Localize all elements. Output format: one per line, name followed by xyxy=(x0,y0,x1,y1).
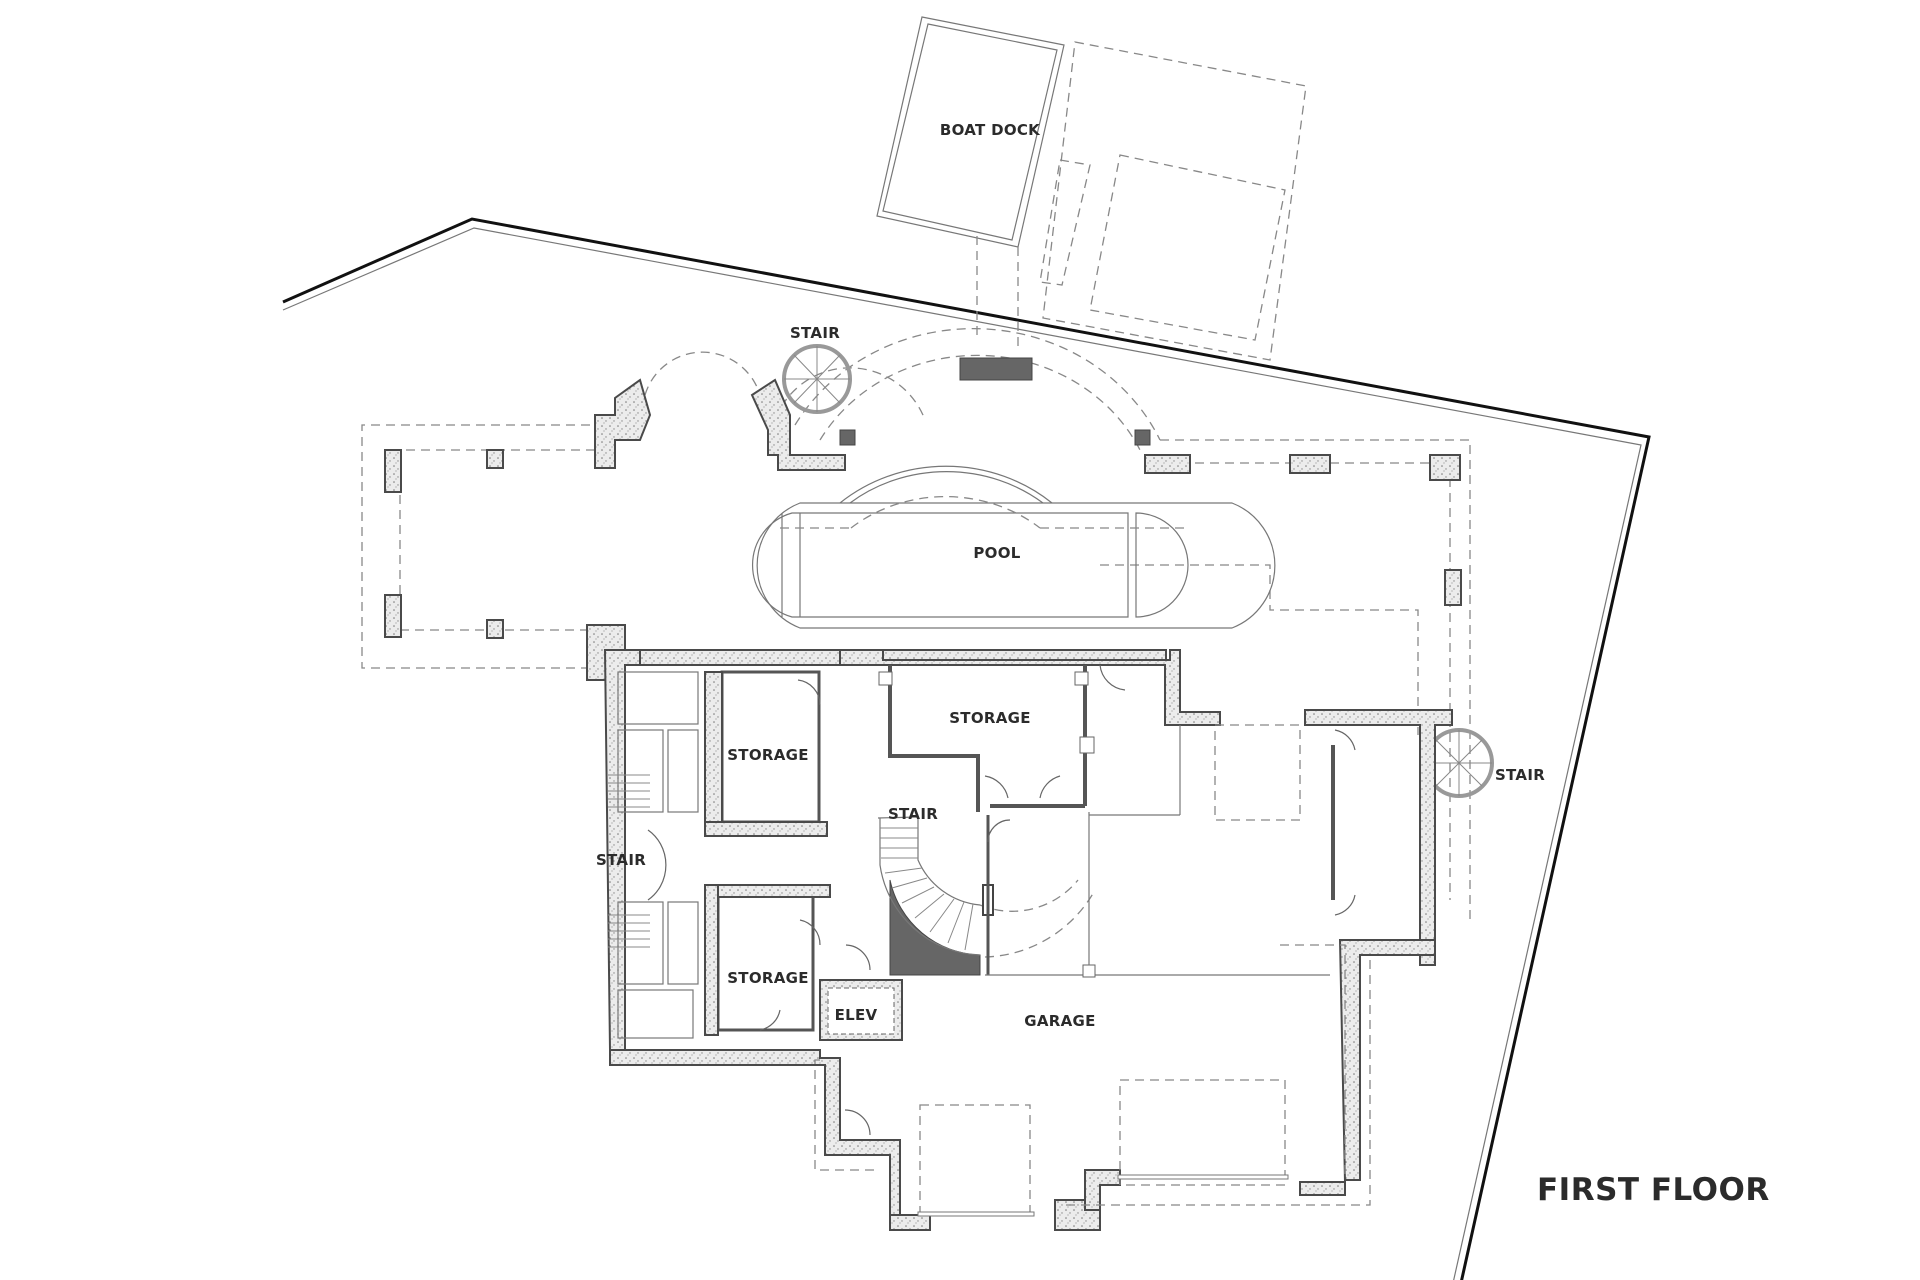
label-storage-top: STORAGE xyxy=(949,709,1031,727)
property-line xyxy=(282,217,1651,1280)
left-stair-block xyxy=(608,671,699,1039)
label-stair-left: STAIR xyxy=(595,851,647,869)
label-pool: POOL xyxy=(973,544,1021,562)
drawing-title: FIRST FLOOR xyxy=(1537,1172,1770,1208)
label-garage: GARAGE xyxy=(1024,1012,1096,1030)
spiral-stair-top xyxy=(782,344,852,414)
garage-area xyxy=(814,724,1371,1217)
label-storage-left-lower: STORAGE xyxy=(727,969,809,987)
label-elev: ELEV xyxy=(834,1006,878,1024)
label-storage-left-upper: STORAGE xyxy=(727,746,809,764)
label-stair-right: STAIR xyxy=(1494,766,1546,784)
boat-dock-outline xyxy=(876,16,1307,361)
terrace-columns xyxy=(384,357,1462,639)
label-stair-center: STAIR xyxy=(887,805,939,823)
label-stair-top: STAIR xyxy=(789,324,841,342)
arch-walls xyxy=(586,378,1167,681)
storage-top-walls xyxy=(878,664,1126,812)
storage-left-lower-walls xyxy=(704,884,831,1036)
curved-stair xyxy=(877,815,1096,976)
terrace-outline xyxy=(361,327,1471,920)
elevator-shaft xyxy=(819,944,903,1041)
building-walls xyxy=(603,649,1453,1231)
storage-left-upper-walls xyxy=(704,670,828,837)
label-boat-dock: BOAT DOCK xyxy=(939,121,1041,139)
pool-outline xyxy=(752,465,1276,629)
